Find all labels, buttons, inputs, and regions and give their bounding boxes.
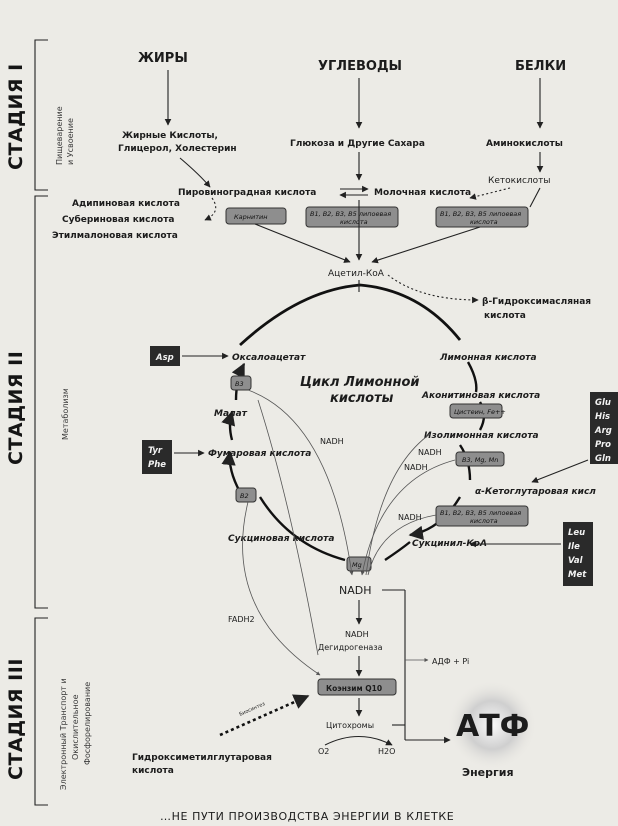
leu-group-item: Leu bbox=[568, 528, 585, 538]
stage-2-label: СТАДИЯ II bbox=[5, 351, 27, 465]
node-malate: Малат bbox=[214, 409, 248, 419]
node-suberic: Субериновая кислота bbox=[62, 214, 175, 225]
atp-label: АТФ bbox=[456, 709, 529, 744]
glu-group-item: Arg bbox=[594, 426, 612, 436]
node-citric: Лимонная кислота bbox=[439, 353, 537, 363]
node-isocitric: Изолимонная кислота bbox=[424, 431, 539, 441]
b2-box bbox=[235, 487, 257, 503]
side-label-etc-3: Фосфорелирование bbox=[83, 682, 92, 765]
cofactor-box-c bbox=[435, 505, 529, 527]
node-ethylmalonic: Этилмалоновая кислота bbox=[52, 231, 178, 241]
node-nadh-main: NADH bbox=[339, 584, 372, 597]
node-lactic: Молочная кислота bbox=[374, 188, 471, 198]
node-fatty-acids-1: Жирные Кислоты, bbox=[122, 131, 218, 141]
fadh2-label: FADH2 bbox=[228, 615, 255, 624]
nadh-label-3: NADH bbox=[418, 448, 442, 457]
node-succinic: Сукциновая кислота bbox=[228, 534, 334, 544]
glu-group-block bbox=[590, 392, 618, 464]
coq10-label: Коэнзим Q10 bbox=[326, 684, 382, 693]
cofactor-box-b-line1: B1, B2, B3, B5 липоевая bbox=[440, 210, 521, 218]
node-amino-acids: Аминокислоты bbox=[486, 139, 563, 149]
cycle-title-2: кислоты bbox=[330, 391, 394, 406]
cofactor-box-a bbox=[305, 206, 399, 228]
glu-group-item: His bbox=[595, 412, 610, 422]
nadh-label-2: NADH bbox=[404, 463, 428, 472]
leu-group: Leu Ile Val Met bbox=[568, 528, 587, 580]
cycle-arc-top bbox=[239, 283, 462, 347]
cofactor-box-b bbox=[435, 206, 529, 228]
b3-box bbox=[230, 375, 252, 391]
node-adipic: Адипиновая кислота bbox=[72, 199, 180, 209]
node-glucose: Глюкоза и Другие Сахара bbox=[290, 139, 425, 149]
energy-label: Энергия bbox=[462, 766, 514, 779]
leu-group-item: Val bbox=[568, 556, 584, 566]
stage-3-label: СТАДИЯ III bbox=[5, 658, 27, 780]
node-pyruvic: Пировиноградная кислота bbox=[178, 188, 316, 198]
side-label-metabolism: Метаболизм bbox=[61, 388, 70, 440]
node-hmg-2: кислота bbox=[132, 766, 174, 776]
node-cytochromes: Цитохромы bbox=[326, 721, 374, 730]
side-label-etc-2: Окислительное bbox=[71, 694, 80, 760]
node-o2: O2 bbox=[318, 747, 329, 756]
node-ketoglutaric: α-Кетоглутаровая кисл bbox=[475, 487, 596, 497]
mg-label: Mg bbox=[352, 561, 362, 569]
glu-group: Glu His Arg Pro Gln bbox=[594, 398, 612, 464]
leu-group-block bbox=[563, 522, 593, 586]
node-h2o: H2O bbox=[378, 747, 395, 756]
side-label-digestion-2: и Усвоение bbox=[66, 118, 75, 165]
stage-brackets bbox=[34, 39, 48, 806]
cofactor-box-a-line1: B1, B2, B3, B5 липоевая bbox=[310, 210, 391, 218]
glu-group-item: Gln bbox=[595, 454, 611, 464]
nadh-dh-2: Дегидрогеназа bbox=[318, 643, 383, 652]
node-ketoacids: Кетокислоты bbox=[488, 176, 551, 186]
coq10-box bbox=[317, 678, 397, 696]
cysteine-box bbox=[449, 403, 503, 419]
leu-group-item: Met bbox=[568, 570, 587, 580]
node-fats: ЖИРЫ bbox=[138, 51, 188, 66]
node-fatty-acids-2: Глицерол, Холестерин bbox=[118, 144, 237, 154]
cysteine-label: Цистеин, Fe++ bbox=[454, 408, 506, 416]
glu-group-item: Pro bbox=[595, 440, 611, 450]
side-label-etc-1: Электронный Транспорт и bbox=[59, 678, 68, 790]
node-oxaloacetate: Оксалоацетат bbox=[232, 353, 306, 363]
footer-caption: …НЕ ПУТИ ПРОИЗВОДСТВА ЭНЕРГИИ В КЛЕТКЕ bbox=[160, 810, 454, 823]
node-hydroxybutyric-2: кислота bbox=[484, 311, 526, 321]
cofactor-box-c-line2: кислота bbox=[470, 517, 498, 525]
b3-label: B3 bbox=[235, 380, 244, 388]
nadh-label-1: NADH bbox=[320, 437, 344, 446]
node-proteins: БЕЛКИ bbox=[515, 59, 566, 74]
tyr-phe-block bbox=[142, 440, 172, 474]
asp-label: Asp bbox=[155, 353, 174, 363]
node-hydroxybutyric-1: β-Гидроксимасляная bbox=[482, 297, 591, 307]
atp-burst: АТФ Энергия bbox=[448, 681, 536, 779]
cofactor-box-b-line2: кислота bbox=[470, 218, 498, 226]
cofactor-box-a-line2: кислота bbox=[340, 218, 368, 226]
node-fumaric: Фумаровая кислота bbox=[208, 449, 311, 459]
cofactor-box-c-line1: B1, B2, B3, B5 липоевая bbox=[440, 509, 521, 517]
stage-1-label: СТАДИЯ I bbox=[5, 63, 27, 170]
tyr-label: Tyr bbox=[148, 446, 163, 456]
node-hmg-1: Гидроксиметилглутаровая bbox=[132, 753, 272, 763]
carnitine-label: Карнитин bbox=[234, 213, 267, 221]
b2-label: B2 bbox=[240, 492, 249, 500]
glu-group-item: Glu bbox=[595, 398, 611, 408]
nadh-label-4: NADH bbox=[398, 513, 422, 522]
cycle-title-1: Цикл Лимонной bbox=[300, 375, 420, 390]
b3mg-box bbox=[455, 451, 505, 467]
adp-label: АДФ + Pi bbox=[432, 657, 469, 666]
node-aconitic: Аконитиновая кислота bbox=[421, 391, 540, 401]
leu-group-item: Ile bbox=[568, 542, 580, 552]
asp-block bbox=[150, 346, 180, 366]
side-label-digestion-1: Пищеварение bbox=[55, 106, 64, 165]
node-succinyl: Сукцинил-КоА bbox=[412, 539, 487, 549]
nadh-dh-1: NADH bbox=[345, 630, 369, 639]
node-carbs: УГЛЕВОДЫ bbox=[318, 59, 402, 74]
b3mg-label: B3, Mg, Mn bbox=[462, 456, 498, 464]
phe-label: Phe bbox=[148, 460, 166, 470]
node-acetyl-coa: Ацетил-КоА bbox=[328, 269, 385, 279]
